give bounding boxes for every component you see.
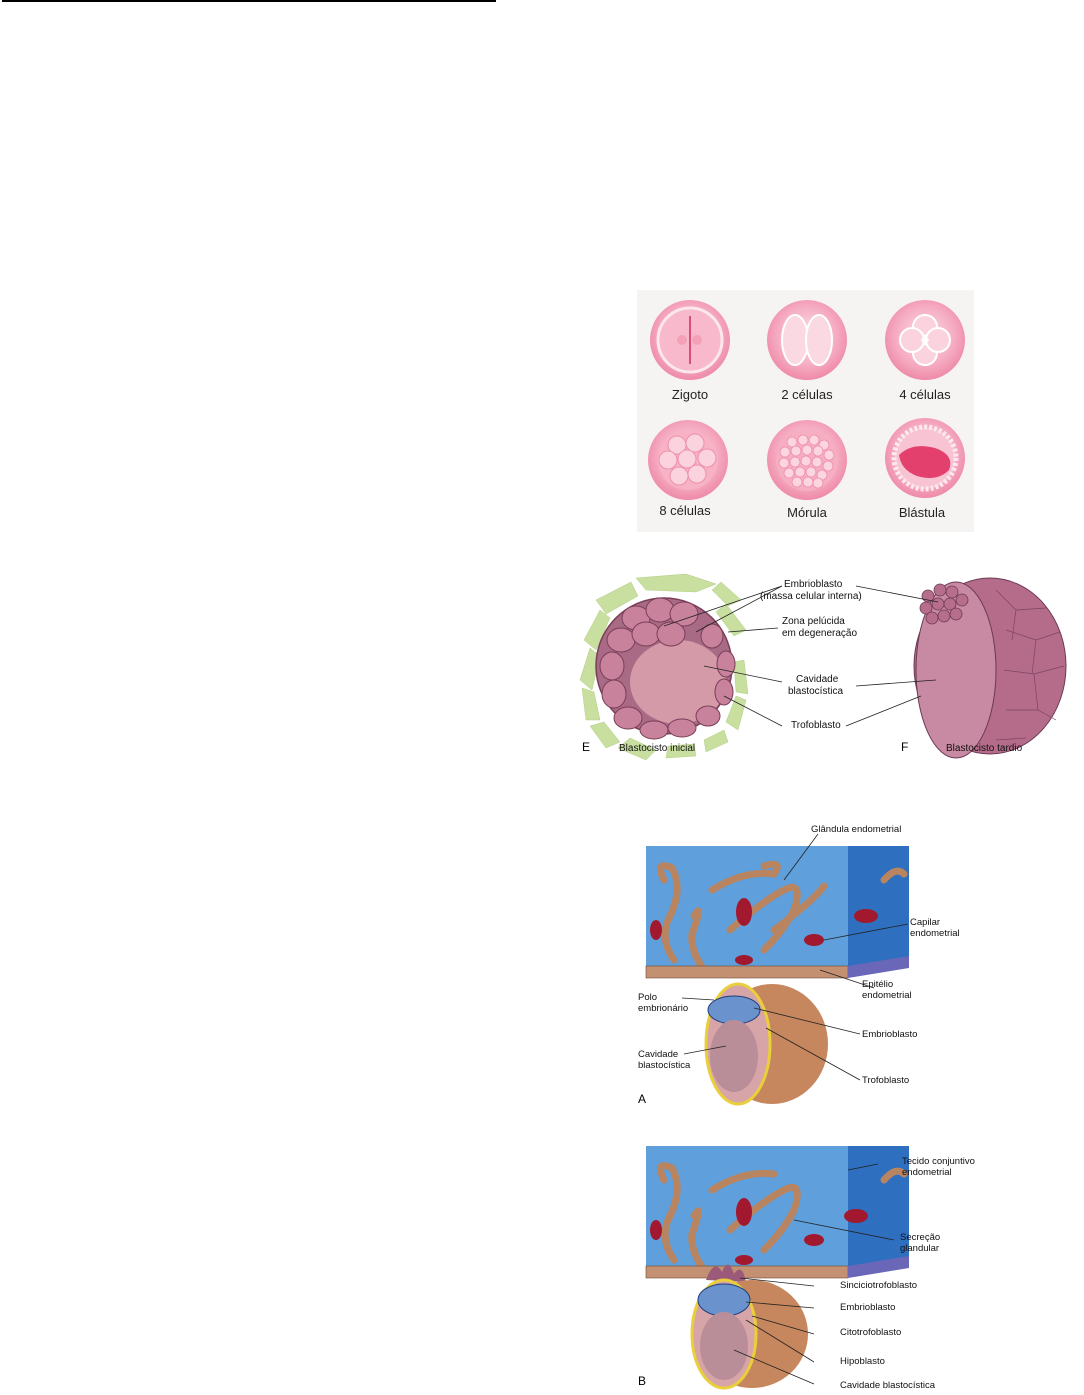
label-synctiotrophoblast: Sinciciotrofoblasto — [840, 1280, 917, 1291]
letter-f: F — [901, 742, 908, 753]
label-pole-sub: embrionário — [638, 1003, 688, 1014]
implantation-b-figure: Tecido conjuntivo endometrial Secreção g… — [634, 1140, 984, 1390]
late-blastocyst-icon — [914, 578, 1066, 758]
eight-cells-icon — [648, 420, 728, 500]
label-trophoblast-a: Trofoblasto — [862, 1075, 909, 1086]
cleavage-label-8cells: 8 células — [659, 503, 711, 518]
letter-b: B — [638, 1376, 646, 1387]
morula-icon — [767, 420, 847, 500]
label-cavity: Cavidade — [796, 674, 838, 685]
label-tissue: Tecido conjuntivo — [902, 1156, 975, 1167]
letter-e: E — [582, 742, 590, 753]
label-embryoblast-a: Embrioblasto — [862, 1029, 917, 1040]
label-secretion-sub: glandular — [900, 1243, 939, 1254]
label-zona-sub: em degeneração — [782, 628, 857, 639]
label-gland: Glândula endometrial — [811, 824, 901, 835]
label-epithelium-sub: endometrial — [862, 990, 912, 1001]
label-hypoblast: Hipoblasto — [840, 1356, 885, 1367]
blastula-icon — [885, 418, 965, 498]
cleavage-drawing: Zigoto 2 células 4 células 8 células Mór… — [637, 290, 974, 532]
cleavage-label-4cells: 4 células — [899, 387, 951, 402]
caption-late-blastocyst: Blastocisto tardio — [946, 743, 1022, 754]
two-cells-icon — [767, 300, 847, 380]
label-embryoblast: Embrioblasto — [784, 579, 842, 590]
label-embryoblast-sub: (massa celular interna) — [760, 591, 862, 602]
label-cavity-a-sub: blastocística — [638, 1060, 690, 1071]
cleavage-label-morula: Mórula — [787, 505, 828, 520]
label-embryoblast-b: Embrioblasto — [840, 1302, 895, 1313]
label-cavity-a: Cavidade — [638, 1049, 678, 1060]
early-blastocyst-icon — [596, 598, 735, 739]
zygote-icon — [650, 300, 730, 380]
cleavage-label-zygote: Zigoto — [672, 387, 708, 402]
blastocyst-figure: Embrioblasto (massa celular interna) Zon… — [576, 570, 1076, 762]
label-cavity-sub: blastocística — [788, 686, 843, 697]
label-epithelium: Epitélio — [862, 979, 893, 990]
cleavage-label-blastula: Blástula — [899, 505, 946, 520]
implantation-a-figure: Glândula endometrial Capilar endometrial… — [634, 820, 984, 1110]
letter-a: A — [638, 1094, 646, 1105]
caption-early-blastocyst: Blastocisto inicial — [619, 743, 695, 754]
label-cavity-b: Cavidade blastocística — [840, 1380, 935, 1391]
label-capillary-sub: endometrial — [910, 928, 960, 939]
cleavage-label-2cells: 2 células — [781, 387, 833, 402]
label-tissue-sub: endometrial — [902, 1167, 952, 1178]
label-cytotrophoblast: Citotrofoblasto — [840, 1327, 901, 1338]
four-cells-icon — [885, 300, 965, 380]
label-capillary: Capilar — [910, 917, 940, 928]
label-pole: Polo — [638, 992, 657, 1003]
cleavage-figure: Zigoto 2 células 4 células 8 células Mór… — [637, 290, 974, 532]
label-secretion: Secreção — [900, 1232, 940, 1243]
label-zona: Zona pelúcida — [782, 616, 845, 627]
top-rule — [2, 0, 496, 2]
label-trophoblast: Trofoblasto — [791, 720, 841, 731]
